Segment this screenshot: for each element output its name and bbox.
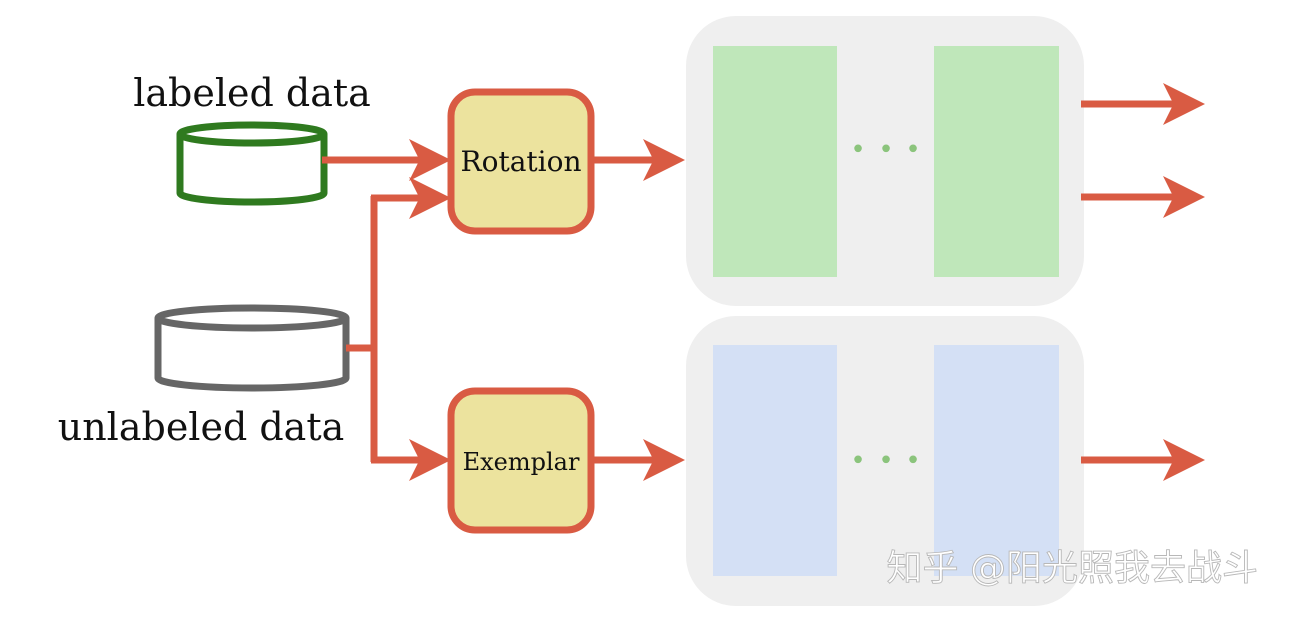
exemplar-ellipsis-dots: • • •	[850, 446, 920, 476]
exemplar-last-layer	[934, 345, 1059, 576]
ellipsis-dot: •	[878, 135, 893, 165]
ellipsis-dot: •	[905, 446, 920, 476]
unlabeled-data-label: unlabeled data	[58, 405, 345, 449]
ellipsis-dot: •	[850, 446, 865, 476]
rotation-first-layer	[713, 46, 837, 277]
watermark: 知乎 @阳光照我去战斗	[887, 548, 1258, 589]
rotation-ellipsis-dots: • • •	[850, 135, 920, 165]
cylinder-icon	[176, 121, 328, 206]
ellipsis-dot: •	[850, 135, 865, 165]
rotation-last-layer	[934, 46, 1059, 277]
cylinder-icon	[154, 304, 350, 392]
exemplar-module-label: Exemplar	[463, 448, 580, 476]
labeled-data-label: labeled data	[133, 71, 371, 115]
rotation-module-label: Rotation	[461, 145, 582, 178]
network-output-arrows	[1081, 83, 1205, 481]
exemplar-first-layer	[713, 345, 837, 576]
input-arrows	[322, 139, 451, 481]
ellipsis-dot: •	[878, 446, 893, 476]
module-output-arrows	[591, 139, 685, 481]
ellipsis-dot: •	[905, 135, 920, 165]
